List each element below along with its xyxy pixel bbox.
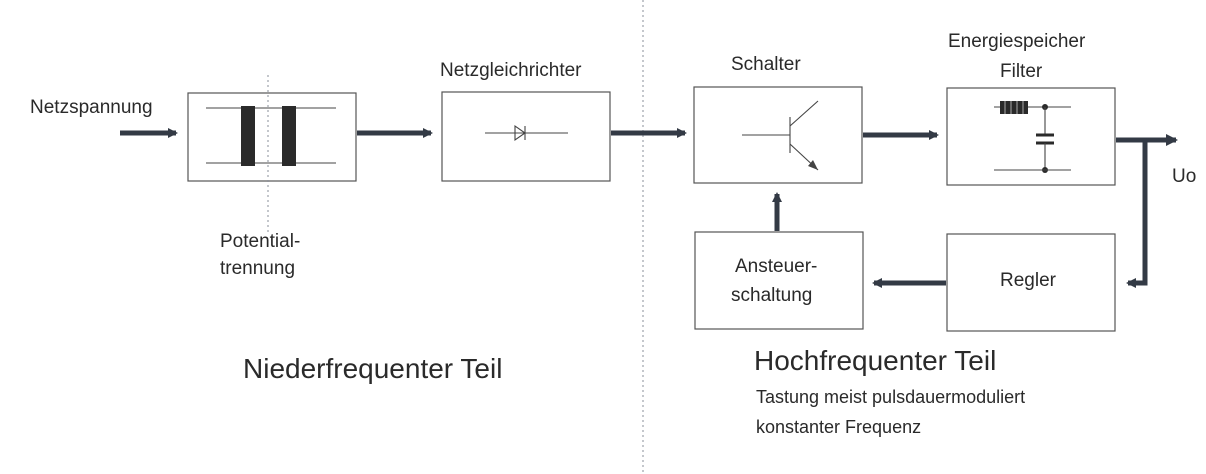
driver-block [694, 231, 864, 330]
isolation-block-frame [187, 92, 357, 182]
output-label: Uo [1172, 166, 1196, 187]
isolation-transformer-block [187, 75, 357, 232]
rectifier-label: Netzgleichrichter [440, 60, 582, 81]
switch-block-frame [693, 86, 863, 184]
controller-block-frame [946, 233, 1116, 332]
controller-label: Regler [1000, 270, 1057, 291]
switch-label: Schalter [731, 54, 801, 75]
transformer-core-right [282, 106, 296, 166]
driver-block-frame [694, 231, 864, 330]
transistor-emitter-arrow [808, 160, 818, 170]
isolation-label-line2: trennung [220, 258, 295, 279]
rectifier-block [441, 91, 611, 182]
inductor-icon [1000, 101, 1028, 114]
high-frequency-note-line1: Tastung meist pulsdauermoduliert [756, 387, 1025, 407]
transformer-core-left [241, 106, 255, 166]
feedback-arrow [1126, 140, 1148, 288]
isolation-label-line1: Potential- [220, 231, 300, 252]
high-frequency-title: Hochfrequenter Teil [754, 345, 996, 376]
controller-block [946, 233, 1116, 332]
driver-label-line1: Ansteuer- [735, 256, 817, 277]
filter-label-line2: Filter [1000, 61, 1043, 82]
transistor-collector [789, 100, 819, 127]
switch-block [693, 86, 863, 184]
input-label: Netzspannung [30, 97, 153, 118]
driver-label-line2: schaltung [731, 285, 812, 306]
filter-block-frame [946, 87, 1116, 186]
rectifier-block-frame [441, 91, 611, 182]
filter-block [946, 87, 1116, 186]
diode-icon [514, 124, 526, 142]
low-frequency-title: Niederfrequenter Teil [243, 353, 502, 384]
filter-label-line1: Energiespeicher [948, 31, 1086, 52]
high-frequency-note-line2: konstanter Frequenz [756, 417, 921, 437]
